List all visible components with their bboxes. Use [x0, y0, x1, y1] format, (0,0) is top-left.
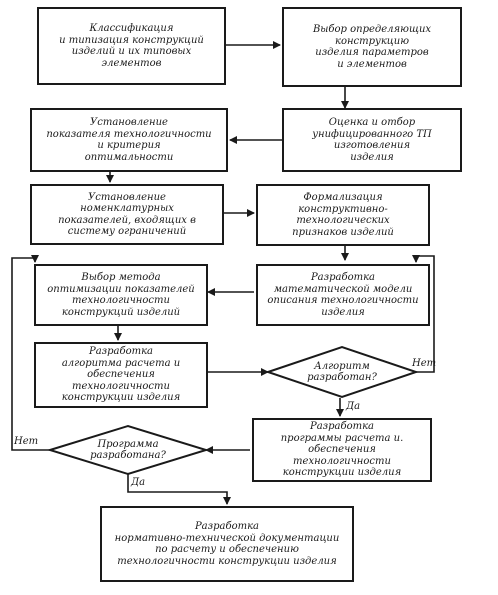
box-nomenclature: Установление номенклатурных показателей,… [30, 184, 224, 245]
box-model-text: Разработка математической модели описани… [267, 272, 419, 318]
box-program: Разработка программы расчета и. обеспече… [252, 418, 432, 482]
box-indicator-text: Установление показателя технологичности … [46, 117, 212, 163]
box-documentation: Разработка нормативно-технической докуме… [100, 506, 354, 582]
box-classification: Классификация и типизация конструкций из… [37, 7, 226, 85]
box-algorithm-text: Разработка алгоритма расчета и обеспечен… [61, 346, 181, 404]
box-method: Выбор метода оптимизации показателей тех… [34, 264, 208, 326]
box-model: Разработка математической модели описани… [256, 264, 430, 326]
decision-algorithm-text: Алгоритм разработан? [307, 360, 377, 384]
loop-algorithm-no [412, 255, 435, 373]
box-indicator: Установление показателя технологичности … [30, 108, 228, 172]
box-algorithm: Разработка алгоритма расчета и обеспечен… [34, 342, 208, 408]
box-classification-text: Классификация и типизация конструкций из… [59, 23, 204, 69]
decision-program-shape [46, 424, 210, 476]
box-formalization: Формализация конструктивно- технологичес… [256, 184, 430, 246]
box-evaluation: Оценка и отбор унифицированного ТП изгот… [282, 108, 462, 172]
label-no-program: Нет [14, 436, 39, 447]
box-documentation-text: Разработка нормативно-технической докуме… [114, 521, 340, 567]
decision-program-text: Программа разработана? [90, 438, 166, 462]
box-formalization-text: Формализация конструктивно- технологичес… [292, 192, 394, 238]
box-selection-params: Выбор определяющих конструкцию изделия п… [282, 7, 462, 87]
arrow-decision-to-documentation [127, 474, 231, 505]
box-nomenclature-text: Установление номенклатурных показателей,… [58, 191, 196, 238]
decision-algorithm-shape [264, 345, 420, 399]
label-yes-algorithm: Да [346, 401, 361, 412]
label-no-algorithm: Нет [412, 358, 437, 369]
box-evaluation-text: Оценка и отбор унифицированного ТП изгот… [312, 117, 432, 163]
loop-program-no [11, 255, 50, 451]
box-method-text: Выбор метода оптимизации показателей тех… [47, 272, 195, 318]
box-program-text: Разработка программы расчета и. обеспече… [280, 421, 404, 479]
box-selection-params-text: Выбор определяющих конструкцию изделия п… [312, 24, 432, 70]
label-yes-program: Да [131, 477, 146, 488]
